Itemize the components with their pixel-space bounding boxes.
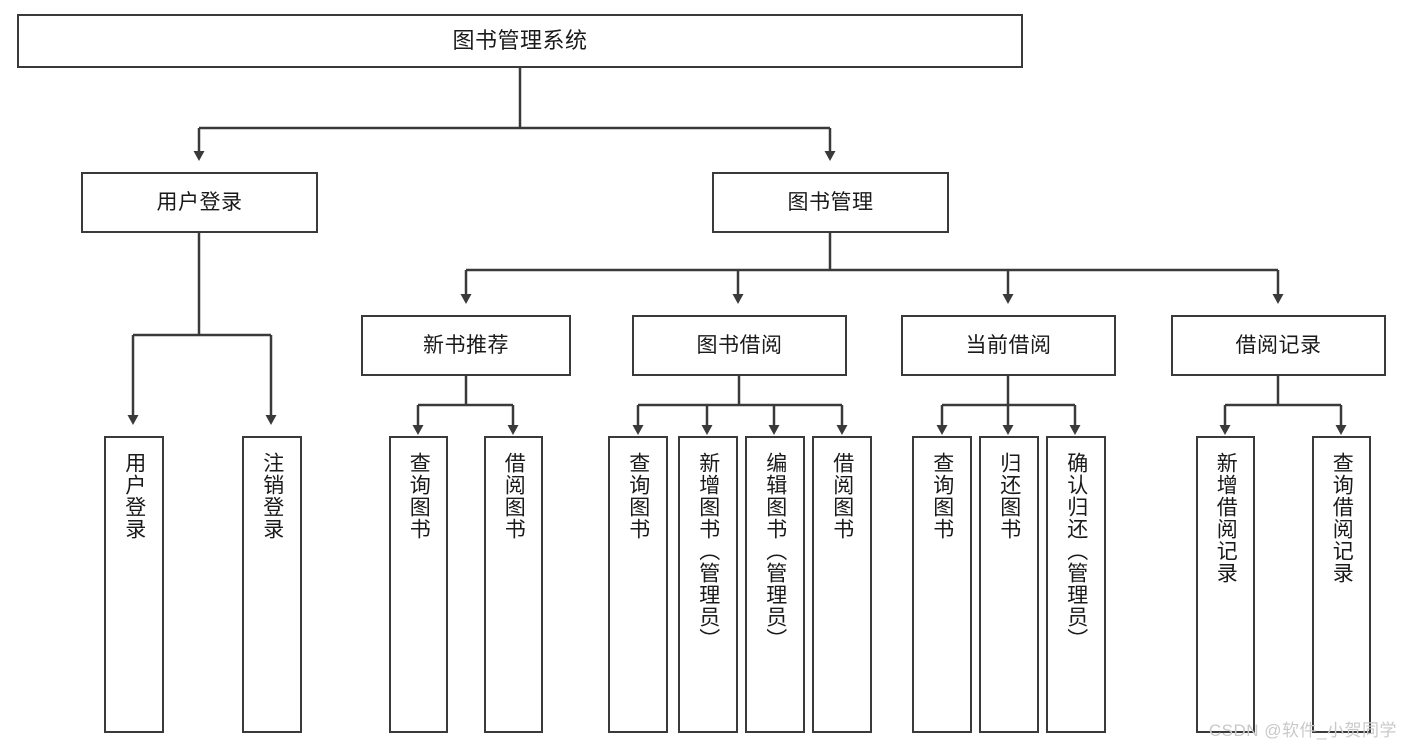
node-label: 借阅图书 (830, 452, 854, 540)
node-label: 查询借阅记录 (1330, 452, 1354, 584)
leaf-book-borrow-edit-book-admin[interactable]: 编辑图书（管理员） (745, 436, 805, 733)
node-label: 新增借阅记录 (1214, 452, 1238, 584)
leaf-new-book-query-book[interactable]: 查询图书 (389, 436, 448, 733)
leaf-current-borrow-confirm-return-admin[interactable]: 确认归还（管理员） (1046, 436, 1106, 733)
node-label: 注销登录 (260, 452, 284, 540)
leaf-book-borrow-borrow-book[interactable]: 借阅图书 (812, 436, 872, 733)
node-label: 用户登录 (156, 190, 243, 214)
leaf-user-login-login[interactable]: 用户登录 (104, 436, 164, 733)
node-book-borrow[interactable]: 图书借阅 (632, 315, 847, 376)
node-borrow-record[interactable]: 借阅记录 (1171, 315, 1386, 376)
leaf-book-borrow-query-book[interactable]: 查询图书 (608, 436, 668, 733)
node-label: 当前借阅 (965, 333, 1052, 357)
node-new-book-recommend[interactable]: 新书推荐 (361, 315, 571, 376)
node-label: 新增图书（管理员） (696, 452, 720, 650)
node-label: 确认归还（管理员） (1064, 452, 1088, 650)
node-label: 借阅记录 (1235, 333, 1322, 357)
node-label: 归还图书 (997, 452, 1021, 540)
node-label: 编辑图书（管理员） (763, 452, 787, 650)
leaf-borrow-record-add-record[interactable]: 新增借阅记录 (1196, 436, 1255, 733)
node-label: 新书推荐 (423, 333, 509, 357)
node-label: 图书管理系统 (452, 27, 588, 53)
node-label: 图书借阅 (696, 333, 783, 357)
leaf-borrow-record-query-record[interactable]: 查询借阅记录 (1312, 436, 1371, 733)
leaf-current-borrow-query-book[interactable]: 查询图书 (912, 436, 972, 733)
leaf-user-login-logout[interactable]: 注销登录 (242, 436, 302, 733)
node-label: 查询图书 (626, 452, 650, 540)
node-root-book-management-system[interactable]: 图书管理系统 (17, 14, 1023, 68)
node-label: 查询图书 (930, 452, 954, 540)
node-label: 借阅图书 (502, 452, 526, 540)
leaf-current-borrow-return-book[interactable]: 归还图书 (979, 436, 1039, 733)
node-book-management[interactable]: 图书管理 (712, 172, 949, 233)
leaf-book-borrow-add-book-admin[interactable]: 新增图书（管理员） (678, 436, 738, 733)
node-label: 查询图书 (407, 452, 431, 540)
node-current-borrow[interactable]: 当前借阅 (901, 315, 1116, 376)
node-user-login[interactable]: 用户登录 (81, 172, 318, 233)
node-label: 图书管理 (787, 190, 874, 214)
leaf-new-book-borrow-book[interactable]: 借阅图书 (484, 436, 543, 733)
node-label: 用户登录 (122, 452, 146, 540)
watermark: CSDN @软件_小贺同学 (1208, 721, 1397, 740)
